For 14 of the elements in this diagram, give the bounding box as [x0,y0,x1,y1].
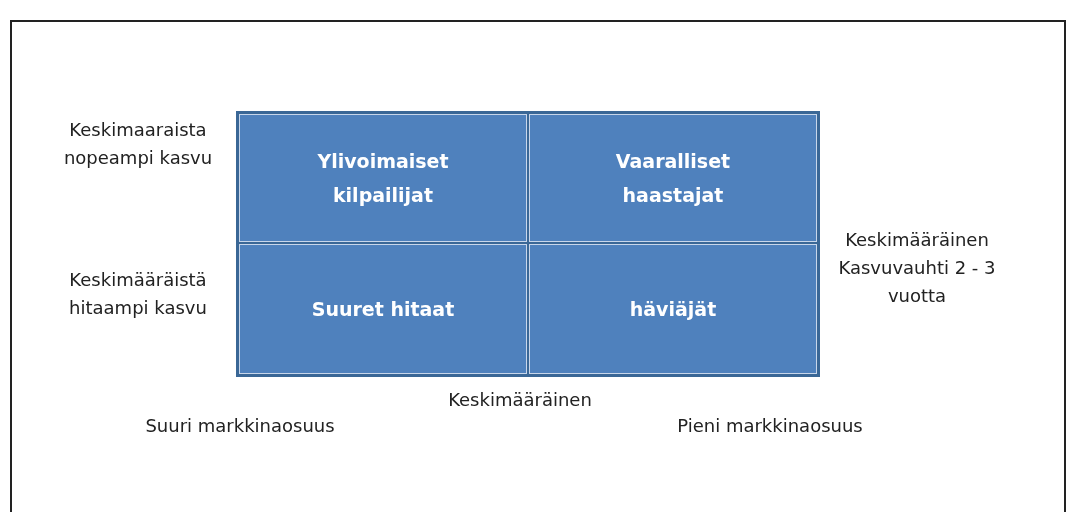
quadrant-label: Vaaralliset haastajat [614,149,732,208]
axis-label: Pieni markkinaosuus [676,414,864,438]
quadrant-cell [529,114,817,242]
axis-label: Keskimääräistä hitaampi kasvu [68,268,208,320]
axis-label: Keskimaaraista nopeampi kasvu [62,118,214,170]
quadrant-cell [239,244,527,374]
quadrant-label: Ylivoimaiset kilpailijat [316,149,450,208]
axis-label: Keskimääräinen [447,388,593,412]
quadrant-label: Suuret hitaat [310,297,456,322]
quadrant-cell [529,244,817,374]
quadrant-cell [239,114,527,242]
axis-label: Suuri markkinaosuus [144,414,336,438]
axis-label: Keskimääräinen Kasvuvauhti 2 - 3 vuotta [837,228,997,308]
quadrant-label: häviäjät [628,297,718,322]
